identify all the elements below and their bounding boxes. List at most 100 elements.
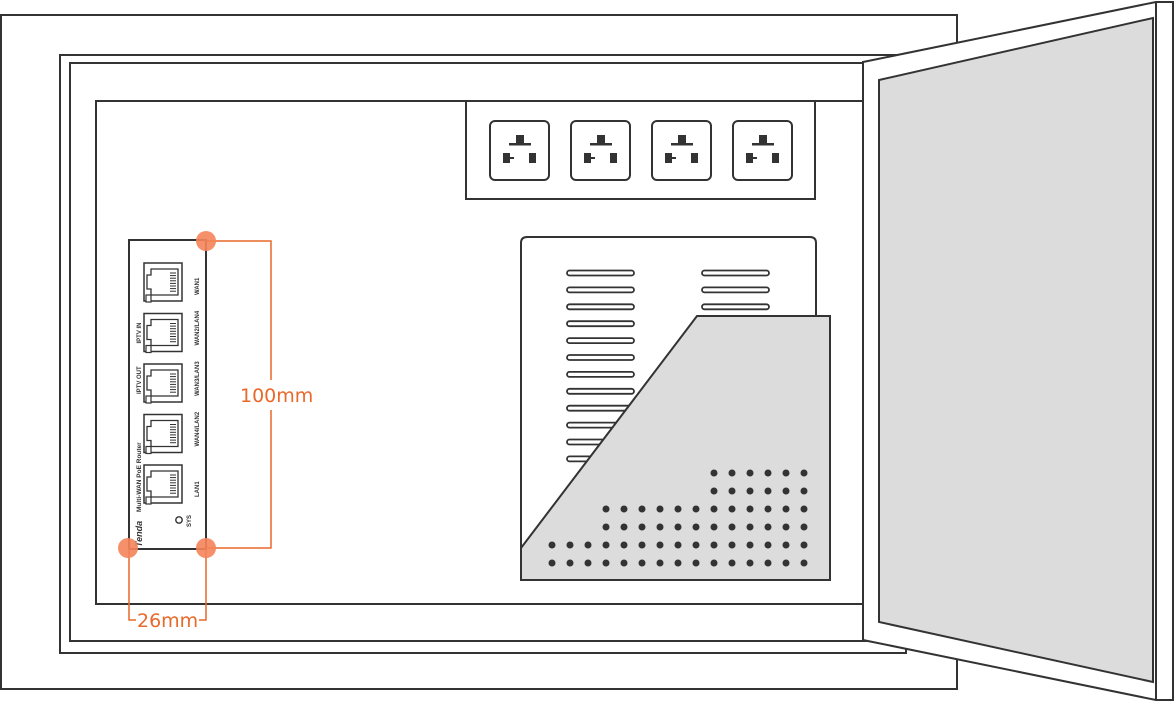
vent-dot — [800, 559, 808, 567]
vent-dot — [764, 487, 772, 495]
mount-hole-markers — [118, 231, 216, 558]
vent-dot — [746, 469, 754, 477]
door-inner-panel — [878, 16, 1154, 684]
mount-hole-marker — [196, 538, 216, 558]
power-outlet — [489, 120, 550, 181]
vent-dot — [620, 523, 628, 531]
height-dimension-line — [206, 240, 272, 380]
dimension-annotations — [128, 240, 272, 621]
vent-dot — [764, 523, 772, 531]
sys-led-icon — [175, 516, 183, 524]
modem-cover — [520, 315, 831, 581]
vent-dot — [710, 469, 718, 477]
vent-dot — [710, 505, 718, 513]
vent-dot — [782, 559, 790, 567]
vent-slot — [701, 269, 770, 277]
port-label: WAN2/LAN4 — [195, 310, 201, 345]
vent-dot — [692, 541, 700, 549]
vent-slot — [701, 286, 770, 294]
vent-dot — [602, 559, 610, 567]
router-port: WAN3/LAN3 IPTV OUT — [137, 361, 201, 404]
vent-slot — [566, 354, 635, 361]
power-outlet — [732, 120, 793, 181]
vent-dot — [674, 559, 682, 567]
vent-slot — [566, 269, 635, 277]
router-port: WAN4/LAN2 — [143, 411, 201, 455]
port-led-icon — [145, 344, 152, 354]
vent-dot — [728, 541, 736, 549]
vent-dot — [764, 541, 772, 549]
vent-dot — [638, 559, 646, 567]
vent-dot — [800, 487, 808, 495]
vent-dot — [764, 559, 772, 567]
vent-dot — [800, 541, 808, 549]
mount-hole-marker — [196, 231, 216, 251]
vent-slot — [566, 286, 635, 294]
vent-slot — [566, 320, 635, 328]
vent-dot — [584, 541, 592, 549]
vent-dot — [728, 469, 736, 477]
outlets-group — [489, 120, 793, 181]
port-led-icon — [145, 445, 152, 455]
vent-dot — [548, 541, 556, 549]
port-label: WAN4/LAN2 — [195, 411, 201, 446]
vent-dot — [638, 505, 646, 513]
width-dimension-label: 26mm — [137, 610, 198, 632]
vent-slot — [566, 387, 635, 395]
vent-dot — [746, 487, 754, 495]
port-label: WAN3/LAN3 — [195, 361, 201, 396]
vent-dot — [584, 559, 592, 567]
port-side-label: IPTV IN — [137, 322, 143, 343]
vent-dot — [620, 541, 628, 549]
vent-dot — [800, 469, 808, 477]
sys-led-label: SYS — [187, 515, 193, 527]
vent-dot — [674, 541, 682, 549]
router-port: WAN1 — [143, 262, 201, 303]
vent-dot — [800, 523, 808, 531]
vent-dot — [638, 541, 646, 549]
vent-dot — [602, 523, 610, 531]
vent-dot — [602, 541, 610, 549]
vent-slot — [566, 404, 635, 412]
mount-hole-marker — [118, 538, 138, 558]
vent-dot — [620, 505, 628, 513]
vent-slot — [566, 337, 635, 345]
port-led-icon — [145, 395, 152, 404]
vent-dot — [800, 505, 808, 513]
port-led-icon — [145, 294, 152, 303]
vent-dot — [728, 559, 736, 567]
vent-dot — [782, 469, 790, 477]
vent-dot — [728, 523, 736, 531]
modem-device — [520, 236, 831, 581]
vent-dot — [566, 559, 574, 567]
vent-dot — [674, 505, 682, 513]
vent-dot — [656, 505, 664, 513]
vent-dot — [656, 523, 664, 531]
vent-dot — [746, 505, 754, 513]
height-dimension-line-lower — [206, 410, 272, 549]
vent-dot — [710, 523, 718, 531]
vent-dot — [728, 487, 736, 495]
power-outlet — [651, 120, 712, 181]
vent-dot — [692, 523, 700, 531]
port-led-icon — [145, 496, 152, 505]
vent-dot — [656, 559, 664, 567]
vent-dot — [692, 559, 700, 567]
vent-dot — [764, 469, 772, 477]
port-side-label: IPTV OUT — [137, 366, 143, 394]
router-model-label: Multi-WAN PoE Router — [136, 442, 143, 512]
vent-dot — [674, 523, 682, 531]
height-dimension-label: 100mm — [240, 385, 313, 407]
width-dimension-line-left — [128, 549, 136, 621]
vent-dot — [620, 559, 628, 567]
vent-dot — [782, 487, 790, 495]
power-outlet — [570, 120, 631, 181]
vent-dot — [566, 541, 574, 549]
port-label: WAN1 — [195, 277, 201, 295]
port-label: LAN1 — [195, 481, 201, 497]
width-dimension-line-right — [199, 549, 207, 621]
vent-dot — [710, 559, 718, 567]
